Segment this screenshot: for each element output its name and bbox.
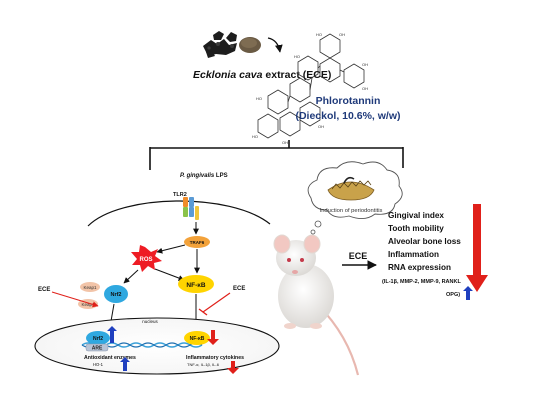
tlr2-label: TLR2 [173,192,187,198]
nfkb-node [178,275,214,293]
opg-up-arrow [463,286,473,300]
ros-to-nfkb-arrow [154,268,185,281]
keap1-node-top [80,282,100,292]
ros-burst [131,245,162,272]
tlr2-receptor [183,197,199,220]
decrease-arrow [466,204,488,292]
are-box [85,343,109,352]
markers-line-2: OPG) [446,292,460,298]
ece-right-label: ECE [233,286,245,292]
svg-text:OH: OH [362,62,368,67]
jaw-image [327,176,375,201]
outcome-bone-loss: Alveolar bone loss [388,237,461,246]
ece-inhibits-nfkb-line [202,292,231,313]
cytokine-list: TNF-α, IL-1β, IL-6 [187,362,220,367]
seaweed-powder-image [203,31,237,58]
outcome-rna-expression: RNA expression [388,263,451,272]
ece-dose-label: ECE [349,251,368,261]
nfkb-label: NF-κB [186,282,205,289]
nrf2-nuclear-node [86,331,110,345]
svg-text:OH: OH [282,140,288,145]
ho1-label: HO-1 [93,362,104,367]
ece-left-label: ECE [38,287,50,293]
thought-label: Induction of periodontitis [320,208,383,214]
outcome-inflammation: Inflammation [388,250,439,259]
compound-name: Phlorotannin [316,95,381,107]
extract-to-compound-arrow [267,37,283,53]
keap1-label-top: Keap1 [83,285,97,290]
nrf2-node [104,285,128,303]
ece-activates-nrf2-arrow [51,291,99,308]
inflammatory-label: Inflammatory cytokines [186,355,244,361]
cytokine-down-arrow [227,361,239,374]
keap1-label-bottom: Keap1 [81,302,95,307]
nrf2-nuclear-label: Nrf2 [93,336,103,342]
svg-text:HO: HO [316,32,322,37]
svg-text:OH: OH [362,86,368,91]
traf6-node [184,236,210,248]
traf6-label: TRAF6 [190,240,205,245]
traf6-to-ros-arrow [156,244,186,254]
cell-membrane [87,200,271,227]
nucleus-label: nucleus [142,319,158,324]
outcome-tooth-mobility: Tooth mobility [388,224,444,233]
extract-powder-image [239,37,261,53]
nfkb-nuclear-label: NF-κB [190,336,205,342]
ros-to-nrf2-arrow [123,269,139,284]
svg-text:OH: OH [318,124,324,129]
ho1-up-arrow [120,357,130,371]
svg-text:HO: HO [256,96,262,101]
rat-image [273,234,360,376]
markers-line-1: (IL-1β, MMP-2, MMP-9, RANKL [382,279,461,285]
outcome-gingival-index: Gingival index [388,211,444,220]
nfkb-nuclear-node [184,331,210,345]
phlorotannin-structure [257,33,365,139]
ros-label: ROS [139,257,152,263]
antioxidant-label: Antioxidant enzymes [84,355,136,361]
outcome-list: Gingival index Tooth mobility Alveolar b… [388,211,461,272]
nfkb-down-arrow [207,330,219,345]
structure-oh-labels: HO OH OH OH HO HO HO OH OH [252,32,368,145]
nrf2-up-arrow [107,326,117,343]
extract-label: Ecklonia cava extract (ECE) [193,69,331,81]
are-label: ARE [92,346,103,352]
svg-text:HO: HO [294,54,300,59]
svg-text:OH: OH [339,32,345,37]
compound-detail: (Dieckol, 10.6%, w/w) [295,110,400,122]
nrf2-label: Nrf2 [110,292,121,298]
lps-label: P. gingivalis LPS [180,173,228,179]
svg-text:HO: HO [252,134,258,139]
bracket-lines [149,140,404,170]
ece-inhibits-nfkb-bar [198,308,208,316]
